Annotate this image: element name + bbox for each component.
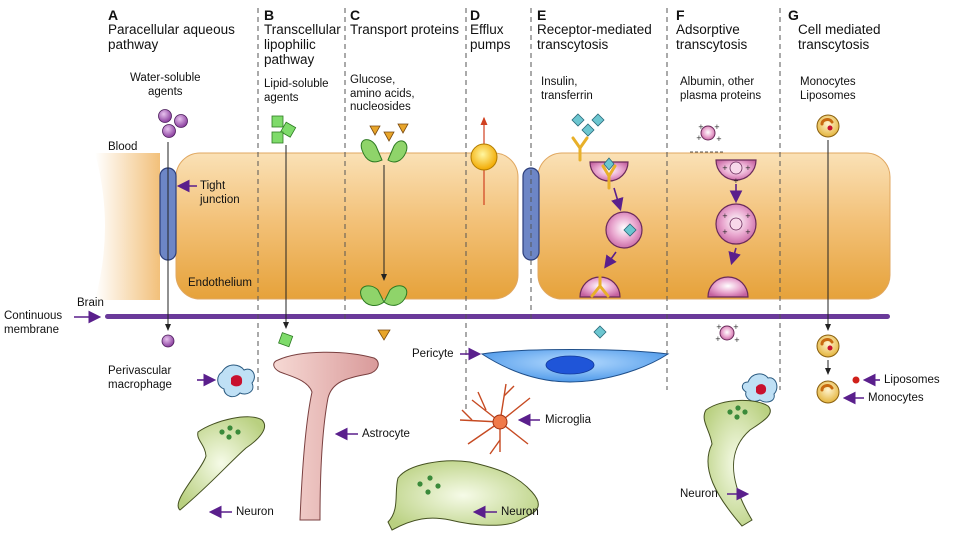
- panel-a-letter: A: [108, 7, 119, 23]
- svg-text:+: +: [716, 323, 722, 331]
- microglia-body: [492, 414, 508, 430]
- receptor-exocytosis-vesicle: [579, 274, 621, 298]
- monocytes-label: Monocytes: [868, 392, 924, 404]
- receptor-free: [571, 136, 589, 162]
- adsorptive-transport-vesicle: + + + +: [715, 203, 757, 245]
- adsorptive-endocytosis-vesicle: + + +: [715, 159, 757, 185]
- cationic-protein-brain: + + + +: [715, 323, 740, 344]
- neuron-right-cell: [703, 399, 771, 527]
- cationic-protein-blood: + + + +: [696, 123, 722, 143]
- endothelium-cell-right: [537, 152, 891, 300]
- neuron-right-label: Neuron: [680, 488, 718, 500]
- lipid-soluble-agent-squares: [271, 115, 297, 144]
- panel-e-title: Receptor-mediated transcytosis: [537, 22, 652, 52]
- panel-separators: [257, 8, 781, 410]
- receptor-transport-vesicle: [605, 211, 643, 249]
- neuron-center-cell: [387, 460, 539, 531]
- panel-g-title: Cell mediated transcytosis: [798, 22, 881, 52]
- svg-text:+: +: [696, 134, 702, 142]
- panel-f-agent: Albumin, other plasma proteins: [680, 76, 762, 102]
- receptor-vesicle-arrow-2: [604, 251, 617, 269]
- panel-e-letter: E: [537, 7, 547, 23]
- ligand-brain: [593, 325, 607, 339]
- monocyte-brain-lower: [816, 380, 840, 404]
- tight-junction-label: Tight junction: [200, 180, 240, 206]
- svg-text:+: +: [745, 212, 751, 220]
- liposomes-label: Liposomes: [884, 374, 940, 386]
- neuron-left-cell: [177, 416, 266, 511]
- receptor-vesicle-arrow-1: [611, 187, 624, 212]
- panel-g-letter: G: [788, 7, 799, 23]
- panel-g-agent: Monocytes Liposomes: [800, 76, 856, 102]
- svg-text:+: +: [715, 335, 721, 343]
- astrocyte-label: Astrocyte: [362, 428, 410, 440]
- brain-label: Brain: [77, 297, 104, 309]
- astrocyte-cell: [273, 351, 379, 521]
- panel-e-agent: Insulin, transferrin: [541, 76, 593, 102]
- svg-text:+: +: [745, 164, 751, 172]
- svg-text:+: +: [722, 212, 728, 220]
- monocyte-brain-upper: [816, 334, 840, 358]
- panel-b-agent: Lipid-soluble agents: [264, 78, 329, 104]
- neuron-center-label: Neuron: [501, 506, 539, 518]
- panel-b-letter: B: [264, 7, 275, 23]
- endothelium-label: Endothelium: [188, 277, 252, 289]
- macrophage-right-cell: [741, 373, 778, 403]
- panel-f-title: Adsorptive transcytosis: [676, 22, 748, 52]
- svg-text:+: +: [745, 228, 751, 236]
- panel-c-letter: C: [350, 7, 361, 23]
- water-soluble-agent-brain: [161, 334, 175, 348]
- insulin-transferrin-ligands: [571, 113, 605, 137]
- panel-b-title: Transcellular lipophilic pathway: [264, 22, 341, 67]
- svg-text:+: +: [722, 164, 728, 172]
- lipid-soluble-agent-brain: [278, 332, 294, 348]
- svg-text:+: +: [734, 336, 740, 344]
- microglia-label: Microglia: [545, 414, 592, 426]
- svg-text:+: +: [698, 123, 704, 131]
- panel-c-agent: Glucose, amino acids, nucleosides: [350, 74, 415, 113]
- panel-c-title: Transport proteins: [350, 22, 460, 37]
- perivascular-macrophage-cell: [217, 364, 255, 398]
- svg-text:+: +: [733, 323, 739, 331]
- neuron-left-label: Neuron: [236, 506, 274, 518]
- transporter-protein-bottom: [360, 285, 408, 306]
- panel-d-letter: D: [470, 7, 481, 23]
- panel-a-agent: Water-soluble agents: [130, 72, 201, 98]
- pericyte-label: Pericyte: [412, 348, 454, 360]
- transporter-protein-top: [360, 139, 408, 163]
- perivascular-macrophage-label: Perivascular macrophage: [108, 365, 172, 391]
- svg-text:+: +: [716, 135, 722, 143]
- panel-f-letter: F: [676, 7, 685, 23]
- panel-a-title: Paracellular aqueous pathway: [108, 22, 235, 52]
- panel-d-title: Efflux pumps: [470, 22, 511, 52]
- efflux-pump-protein: [470, 143, 498, 171]
- continuous-membrane-line: [105, 314, 890, 319]
- svg-text:+: +: [733, 177, 739, 185]
- liposome-particle: [852, 376, 860, 384]
- svg-text:+: +: [722, 228, 728, 236]
- water-soluble-agent-balls: [158, 109, 188, 138]
- adsorptive-exocytosis-vesicle: [707, 276, 749, 298]
- adsorptive-arrow-2: [728, 247, 741, 266]
- endothelium-left-fragment: [95, 153, 160, 300]
- transport-substrates: [369, 123, 409, 142]
- pericyte-cell: [480, 349, 670, 383]
- transport-substrate-brain: [377, 329, 391, 341]
- svg-text:+: +: [714, 123, 720, 131]
- receptor-endocytosis-vesicle: [589, 157, 629, 190]
- continuous-membrane-label: Continuous membrane: [4, 310, 63, 336]
- monocyte-blood: [816, 114, 840, 138]
- blood-label: Blood: [108, 141, 138, 153]
